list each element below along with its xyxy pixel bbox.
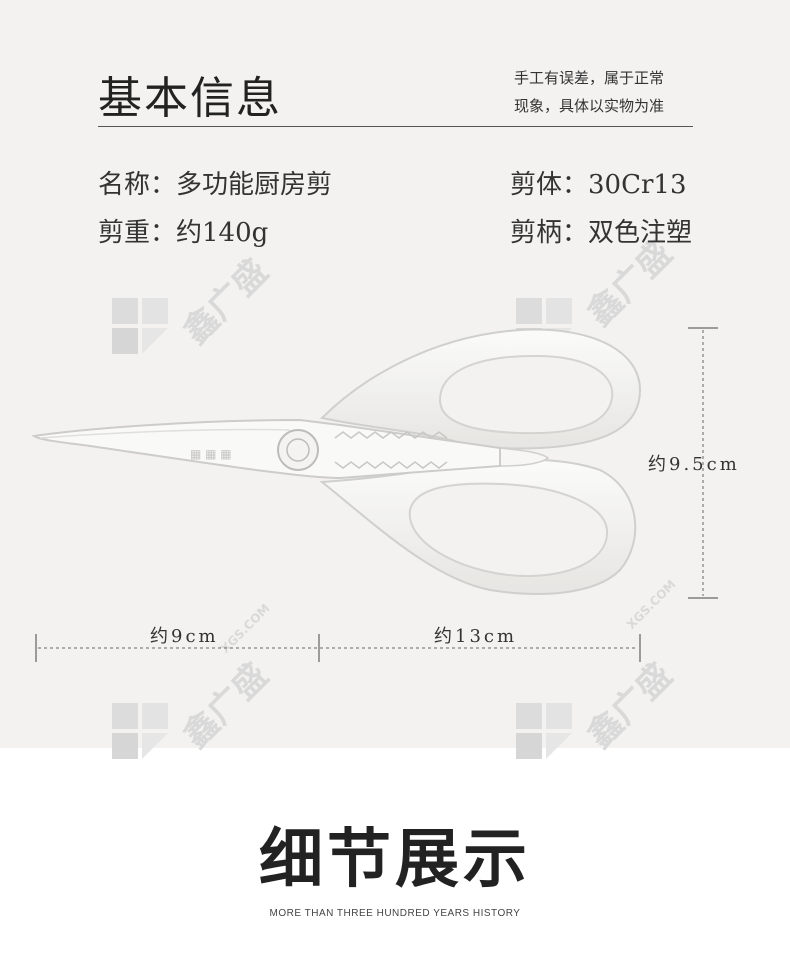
detail-title: 细节展示 [259,822,531,897]
watermark-logo-icon [112,703,168,759]
detail-subtitle: MORE THAN THREE HUNDRED YEARS HISTORY [269,908,521,919]
disclaimer-line: 现象，具体以实物为准 [514,97,665,115]
svg-text:▦ ▦ ▦: ▦ ▦ ▦ [190,447,232,461]
spec-handle: 剪柄：双色注塑 [510,218,693,248]
spec-weight: 剪重：约140g [98,218,269,248]
title-divider [98,126,693,127]
height-dimension-label: 约9.5cm [648,454,740,475]
disclaimer-note: 手工有误差，属于正常 现象，具体以实物为准 [514,64,714,120]
spec-name: 名称：多功能厨房剪 [98,170,333,200]
blade-length-label: 约9cm [150,626,219,647]
disclaimer-line: 手工有误差，属于正常 [514,69,665,87]
spec-body: 剪体：30Cr13 [510,170,687,200]
watermark-logo-icon [112,298,168,354]
section-title: 基本信息 [98,73,282,124]
scissors-illustration: ▦ ▦ ▦ [31,328,642,595]
handle-length-label: 约13cm [434,626,518,647]
dimension-lines [35,327,718,662]
watermark-logo-icon [516,703,572,759]
